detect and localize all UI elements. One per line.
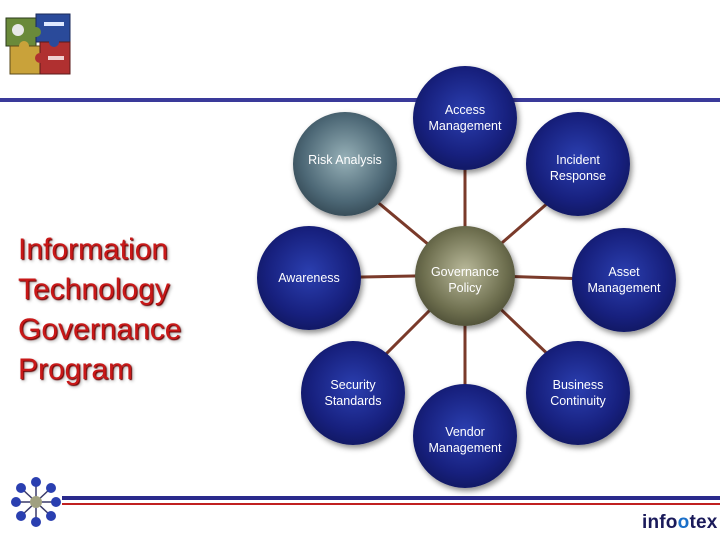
node-governance-policy: Governance Policy	[415, 226, 515, 326]
node-business-continuity: Business Continuity	[526, 341, 630, 445]
node-asset-management: Asset Management	[572, 228, 676, 332]
brand-wordmark: infootex	[642, 512, 718, 534]
node-awareness: Awareness	[257, 226, 361, 330]
node-risk-analysis: Risk Analysis	[293, 112, 397, 216]
node-incident-response: Incident Response	[526, 112, 630, 216]
node-security-standards: Security Standards	[301, 341, 405, 445]
node-access-management: Access Management	[413, 66, 517, 170]
network-logo-icon	[8, 476, 64, 528]
node-vendor-management: Vendor Management	[413, 384, 517, 488]
